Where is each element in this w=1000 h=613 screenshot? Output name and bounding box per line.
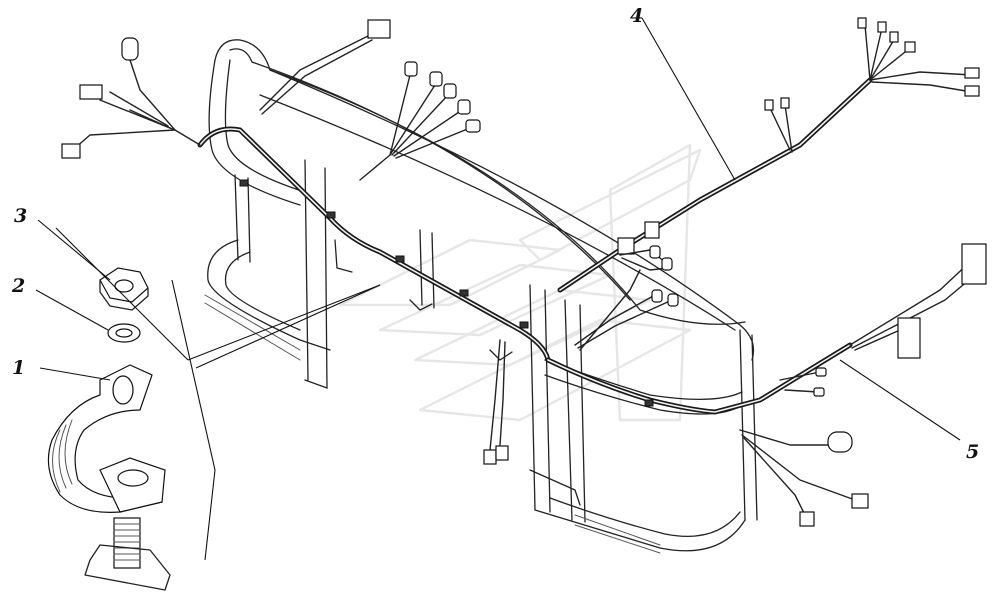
left-branch	[61, 37, 201, 159]
lower-center-branch	[483, 339, 509, 465]
nut-part	[99, 267, 149, 311]
callout-1: 1	[12, 357, 25, 379]
clamp-part	[47, 364, 166, 513]
callout-4: 4	[630, 5, 643, 27]
watermark-logo	[338, 143, 702, 422]
top-branch	[259, 19, 391, 115]
bolt-part	[84, 517, 171, 591]
middle-right-branch	[574, 269, 679, 351]
frame-structure	[204, 39, 758, 554]
callout-3: 3	[14, 205, 27, 227]
leader-lines	[35, 17, 961, 561]
main-harness	[197, 126, 853, 415]
callout-2: 2	[11, 275, 25, 297]
right-lower-branch	[739, 243, 987, 527]
washer-part	[107, 323, 141, 343]
fastener-parts	[47, 267, 171, 591]
callout-5: 5	[966, 441, 979, 463]
center-top-branch	[359, 61, 481, 181]
upper-right-branch	[557, 17, 980, 293]
